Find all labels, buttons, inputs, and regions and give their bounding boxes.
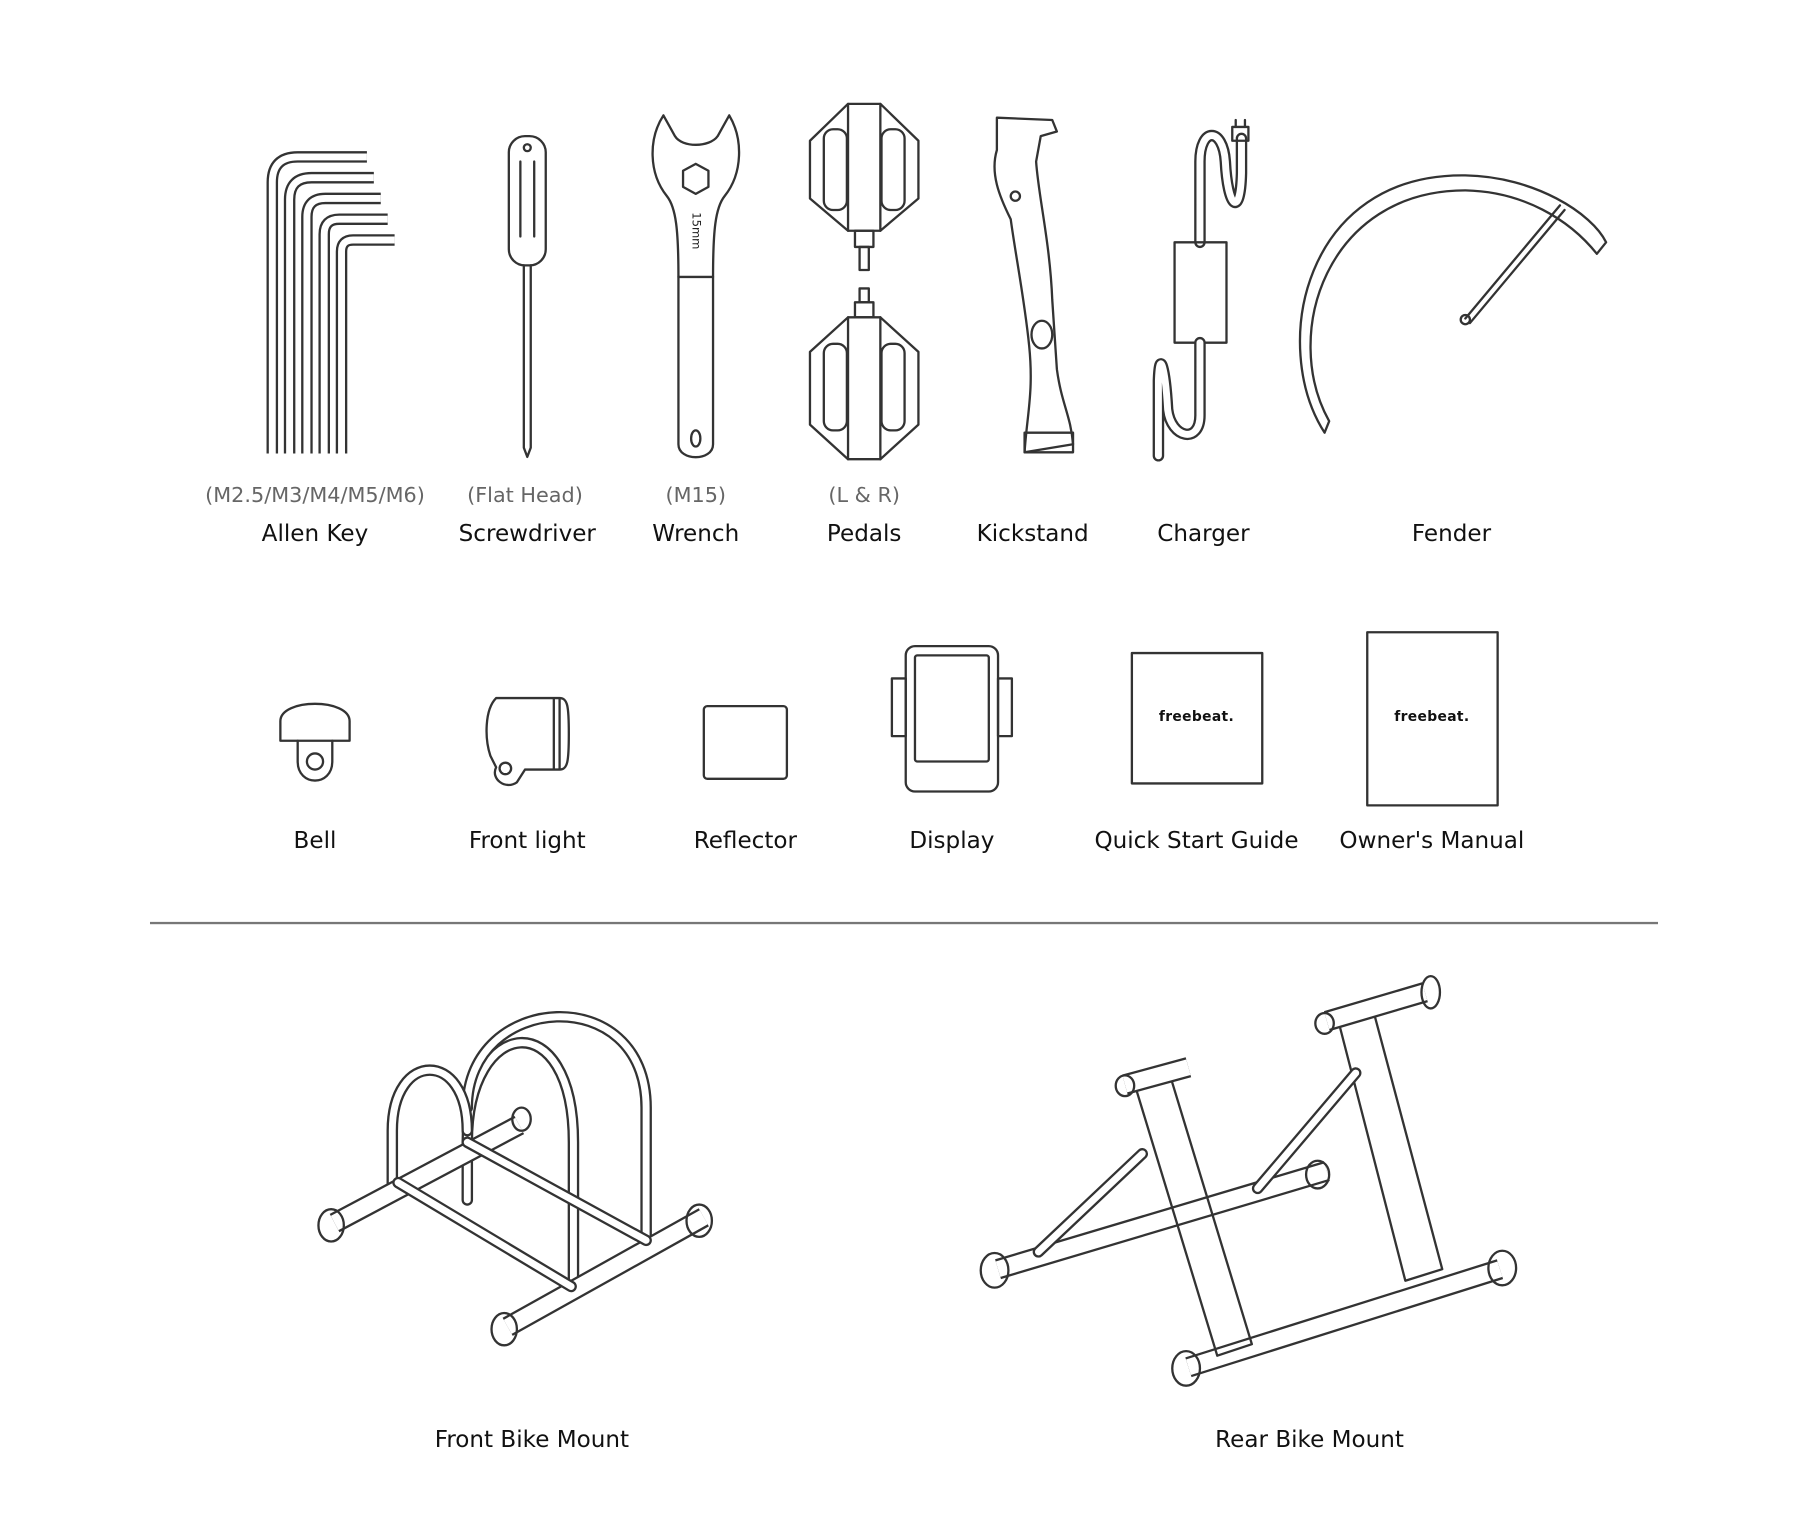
allen-key-shape — [335, 234, 395, 454]
fender-icon — [1298, 174, 1608, 434]
pedals-label: Pedals — [826, 519, 902, 547]
bell-icon — [279, 702, 351, 782]
allen-key-shape — [286, 174, 374, 454]
wrench-spec: (M15) — [665, 483, 727, 508]
allen-key-shape — [318, 213, 388, 454]
allen-key-shape — [268, 153, 367, 454]
kickstand-icon — [993, 116, 1075, 454]
rear-bike-mount-label: Rear Bike Mount — [1215, 1424, 1404, 1453]
bell-label: Bell — [293, 826, 337, 854]
allen-key-icon — [266, 151, 395, 454]
front-light-icon — [485, 696, 570, 787]
fender-label: Fender — [1411, 519, 1492, 547]
wrench-label: Wrench — [652, 519, 740, 547]
display-label: Display — [909, 826, 995, 854]
allen-key-shape — [338, 236, 395, 454]
pedals-spec: (L & R) — [828, 483, 901, 508]
screwdriver-spec: (Flat Head) — [467, 483, 583, 508]
wrench-icon: 15mm — [651, 114, 741, 459]
charger-label: Charger — [1157, 519, 1250, 547]
display-icon — [890, 644, 1014, 793]
front-bike-mount-label: Front Bike Mount — [434, 1424, 630, 1453]
charger-icon — [1152, 118, 1250, 462]
allen-key-shape — [303, 194, 381, 454]
kickstand-label: Kickstand — [976, 519, 1089, 547]
section-divider — [149, 921, 1659, 925]
owners-manual-icon — [1366, 631, 1499, 807]
quick-start-guide-logo: freebeat. — [1158, 708, 1235, 725]
owners-manual-label: Owner's Manual — [1339, 826, 1525, 854]
rear-bike-mount-icon — [979, 974, 1518, 1387]
screwdriver-icon — [507, 134, 547, 459]
allen-key-label: Allen Key — [261, 519, 369, 547]
allen-key-shape — [320, 215, 388, 454]
front-bike-mount-icon — [317, 1011, 714, 1347]
reflector-icon — [702, 704, 789, 780]
front-light-label: Front light — [468, 826, 586, 854]
owners-manual-logo: freebeat. — [1394, 708, 1470, 725]
allen-key-spec: (M2.5/M3/M4/M5/M6) — [205, 483, 425, 508]
quick-start-guide-label: Quick Start Guide — [1094, 826, 1299, 854]
reflector-label: Reflector — [693, 826, 797, 854]
screwdriver-label: Screwdriver — [458, 519, 596, 547]
pedals-icon — [808, 102, 920, 461]
wrench-size-marking: 15mm — [689, 212, 703, 249]
quick-start-guide-icon — [1130, 651, 1264, 785]
